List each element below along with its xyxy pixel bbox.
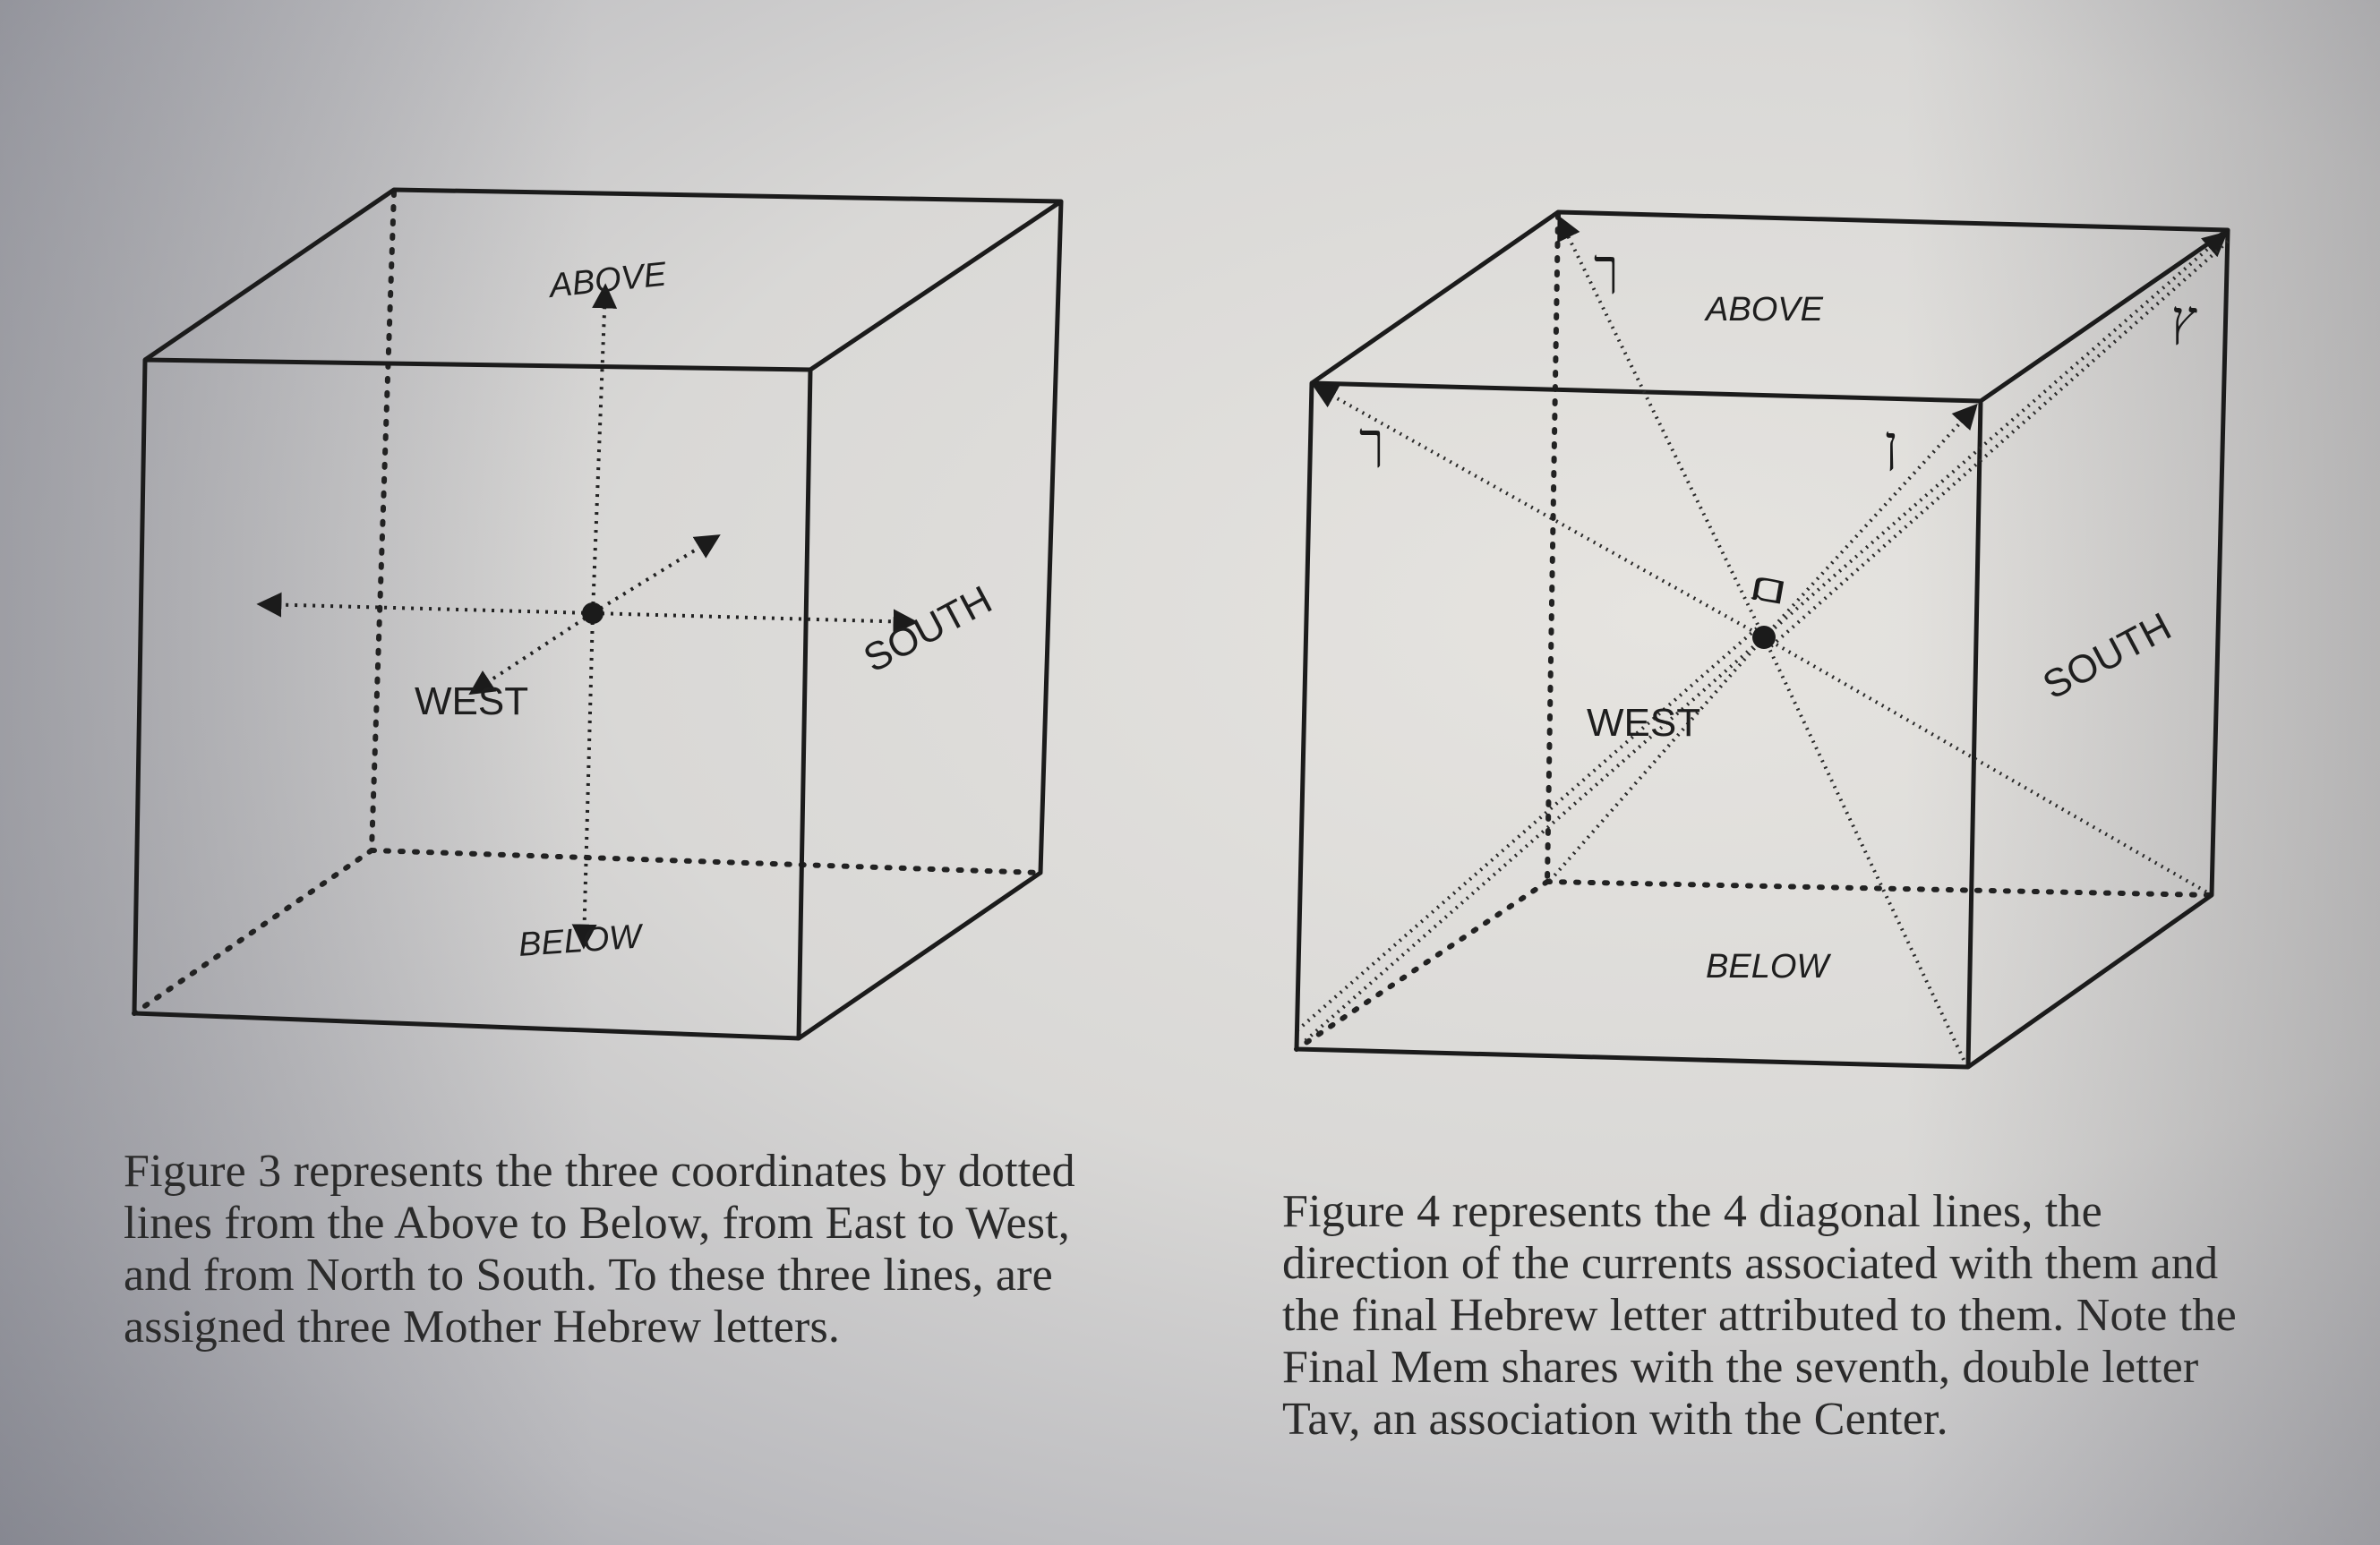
caption-line: Figure 4 represents the 4 diagonal lines…: [1282, 1186, 2102, 1237]
diagonal-bottom-left-back: [1547, 636, 1766, 883]
hebrew-letter-center: ם: [1734, 569, 1797, 610]
hebrew-letter-top-left-back: ך: [1594, 239, 1619, 297]
caption-line: direction of the currents associated wit…: [1282, 1238, 2219, 1289]
figure-4-caption: Figure 4 represents the 4 diagonal lines…: [1282, 1186, 2237, 1446]
center-point: [582, 602, 604, 624]
center-point: [1752, 626, 1776, 649]
caption-line: Tav, an association with the Center.: [1282, 1394, 1948, 1445]
caption-line: Figure 3 represents the three coordinate…: [124, 1146, 1075, 1197]
hidden-bottom-left-edge: [1294, 879, 1550, 1052]
top-face-edges: [143, 187, 1064, 372]
caption-line: assigned three Mother Hebrew letters.: [124, 1302, 841, 1353]
figure-4-cube: ABOVE BELOW WEST SOUTH ך ץ ך ן ם: [1294, 209, 2231, 1070]
axis-up-arrow: [591, 283, 618, 614]
diagonal-top-right-back: [1762, 231, 2229, 639]
diagonal-bottom-right-front: [1762, 636, 1967, 1064]
label-west: WEST: [415, 679, 528, 723]
hidden-bottom-back-edge: [1545, 879, 2214, 898]
axis-south-arrow: [592, 609, 919, 635]
caption-line: and from North to South. To these three …: [124, 1250, 1053, 1301]
caption-line: Final Mem shares with the seventh, doubl…: [1282, 1342, 2199, 1393]
diagonal-bottom-left-front-double: [1297, 627, 1759, 1031]
axis-west-arrow: [468, 611, 595, 696]
label-south: SOUTH: [2036, 604, 2179, 708]
top-face-edges: [1310, 209, 2230, 404]
label-below: BELOW: [518, 918, 646, 964]
hidden-vertical-edge: [369, 190, 397, 853]
label-south: SOUTH: [857, 577, 999, 681]
label-west: WEST: [1587, 701, 1700, 745]
right-face-edges: [797, 201, 1064, 1041]
diagonal-bottom-left-front: [1301, 636, 1766, 1045]
hebrew-letter-top-left-front: ך: [1359, 413, 1384, 471]
figure-3-cube: ABOVE BELOW WEST SOUTH: [132, 187, 1064, 1041]
diagonal-top-left-back: [1557, 214, 1766, 638]
axis-down-arrow: [571, 612, 597, 950]
diagonal-bottom-right-back: [1763, 636, 2208, 894]
diagonal-top-right-front: [1762, 403, 1978, 639]
hidden-bottom-left-edge: [132, 848, 374, 1016]
hidden-vertical-edge: [1545, 212, 1561, 884]
label-below: BELOW: [1706, 948, 1831, 986]
axis-east-arrow: [256, 592, 594, 618]
axis-north-arrow: [591, 534, 721, 615]
figure-3-caption: Figure 3 represents the three coordinate…: [124, 1146, 1075, 1353]
hebrew-letter-top-right-front: ן: [1885, 415, 1897, 474]
caption-line: the final Hebrew letter attributed to th…: [1282, 1290, 2237, 1341]
right-face-edges: [1966, 229, 2230, 1070]
label-above: ABOVE: [1704, 291, 1824, 329]
hidden-bottom-back-edge: [369, 848, 1043, 875]
label-above: ABOVE: [546, 255, 669, 305]
caption-line: lines from the Above to Below, from East…: [124, 1198, 1071, 1249]
diagonal-top-right-back-double: [1769, 238, 2231, 648]
hebrew-letter-top-right-back: ץ: [2171, 290, 2197, 348]
